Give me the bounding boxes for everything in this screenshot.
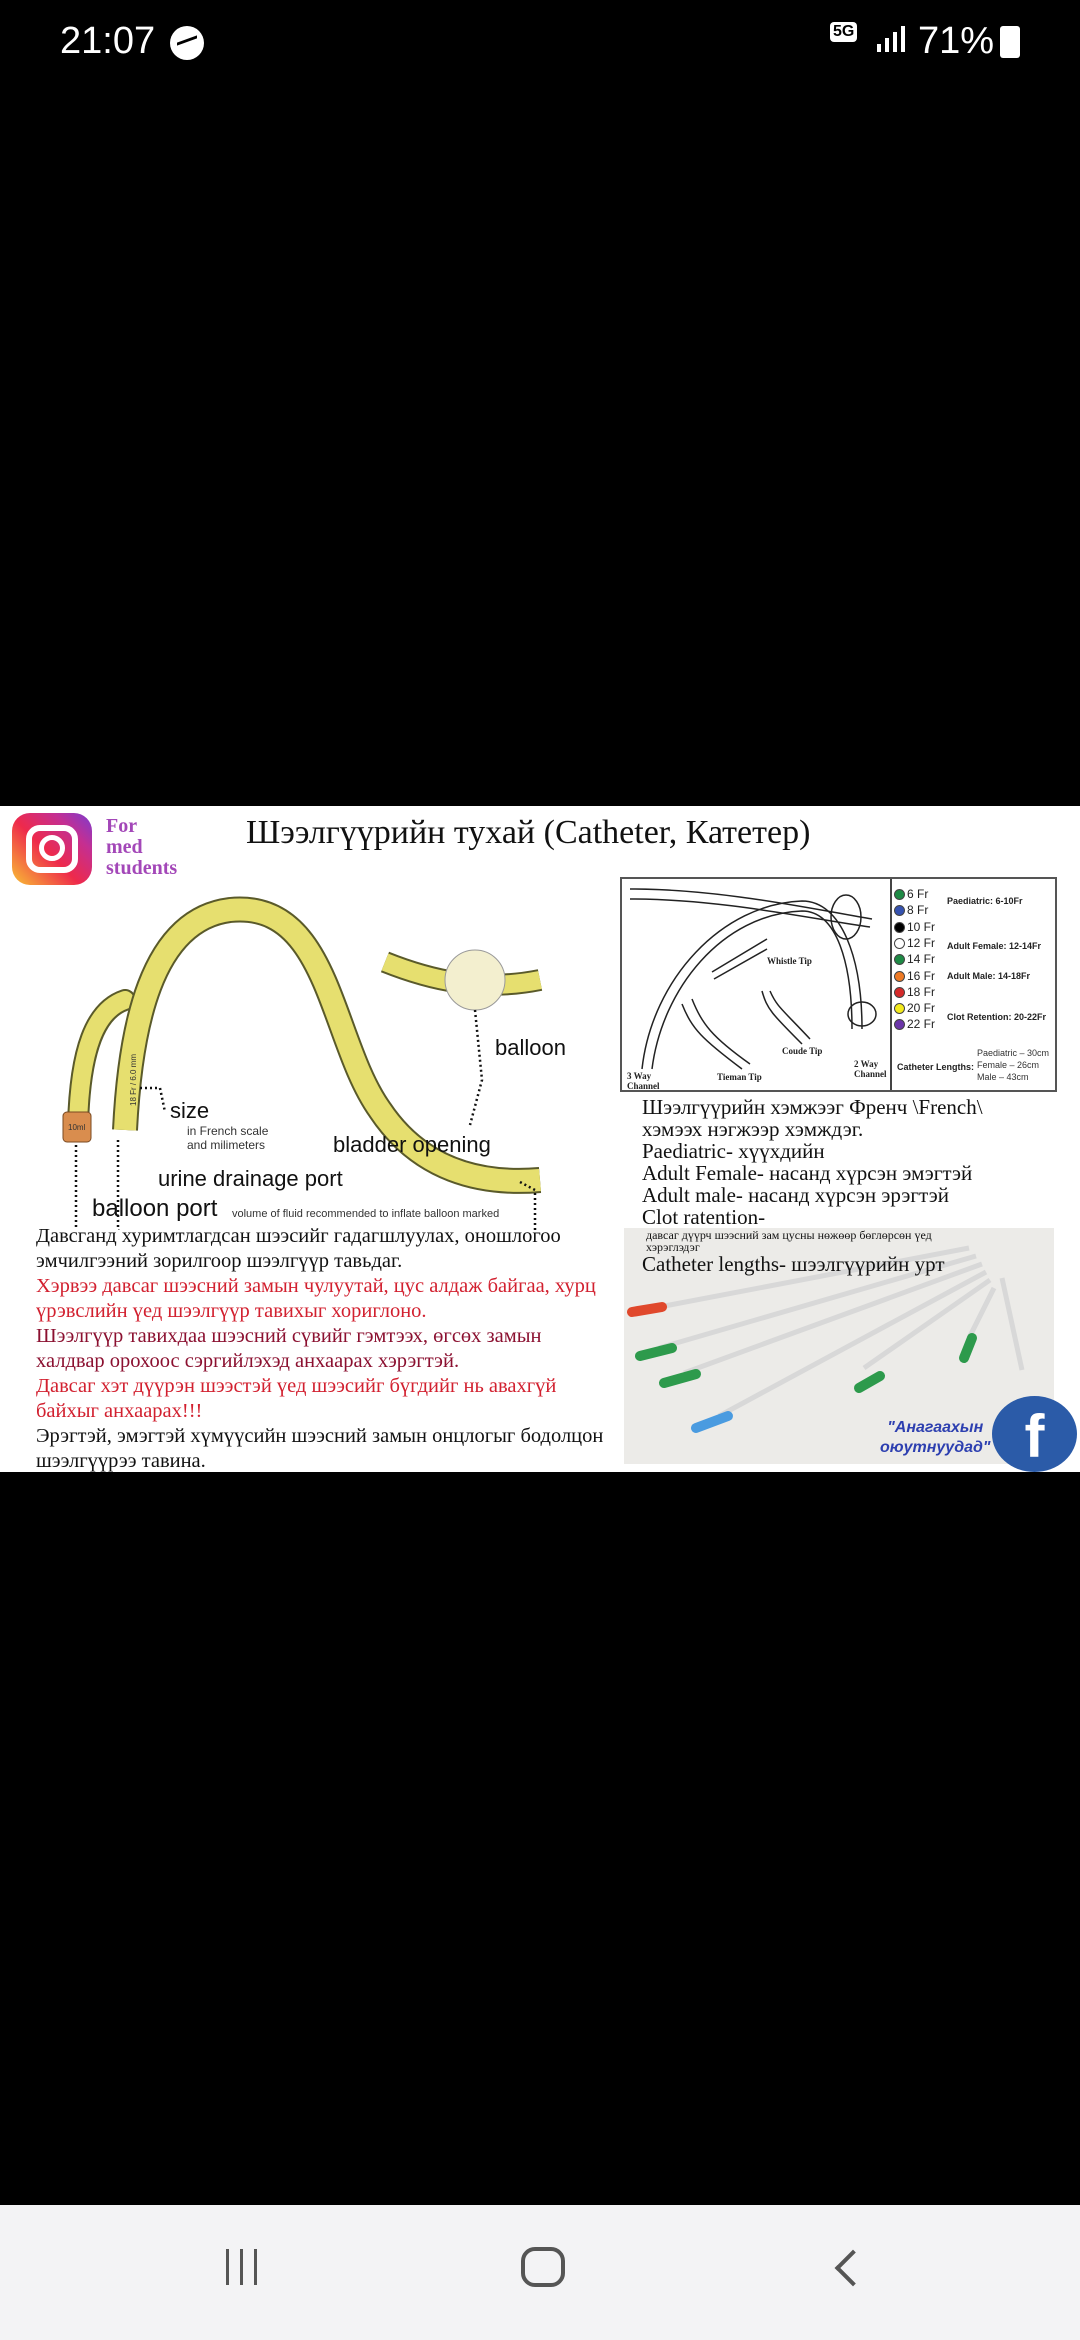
- size-label: 14 Fr: [907, 952, 936, 967]
- balloon-label: balloon: [495, 1035, 566, 1060]
- port-marking: 10ml: [68, 1123, 86, 1132]
- battery-icon: [1000, 26, 1020, 58]
- size-color-dot: [894, 889, 905, 900]
- facebook-icon: f: [992, 1396, 1077, 1472]
- battery-percent: 71%: [918, 20, 995, 62]
- size-label: 22 Fr: [907, 1017, 936, 1032]
- group-adult-male: Adult Male: 14-18Fr: [947, 971, 1031, 981]
- instagram-icon: [12, 813, 92, 885]
- navigation-bar: [0, 2205, 1080, 2340]
- size-sublabel: in French scale and milimeters: [187, 1124, 269, 1152]
- description-text: Давсганд хуримтлагдсан шээсийг гадагшлуу…: [36, 1224, 611, 1474]
- divider: [890, 879, 892, 1090]
- size-color-dot: [894, 986, 905, 998]
- 2-way-channel-label: 2 Way Channel: [854, 1059, 887, 1079]
- size-label: 18 Fr: [907, 984, 936, 999]
- length-item: Female – 26cm: [977, 1060, 1040, 1070]
- network-5g-icon: 5G: [830, 22, 858, 42]
- text-line: Adult Female- насанд хүрсэн эмэгтэй: [642, 1161, 973, 1185]
- 3-way-channel-label: 3 Way Channel: [627, 1071, 660, 1091]
- group-clot-retention: Clot Retention: 20-22Fr: [947, 1012, 1047, 1022]
- paragraph: Шээлгүүр тавихдаа шээсний сүвийг гэмтээх…: [36, 1325, 542, 1372]
- balloon-port-note: volume of fluid recommended to inflate b…: [232, 1208, 500, 1220]
- catheters-photo: [624, 1228, 1054, 1464]
- balloon-shape: [444, 949, 506, 1011]
- size-color-dot: [894, 1003, 905, 1015]
- tieman-tip-label: Tieman Tip: [717, 1072, 762, 1082]
- size-color-dot: [894, 937, 905, 949]
- length-item: Male – 43cm: [977, 1072, 1029, 1082]
- text-line: Paediatric- хүүхдийн: [642, 1139, 825, 1163]
- messenger-icon: [170, 26, 204, 60]
- size-label: 20 Fr: [907, 1001, 936, 1016]
- size-label: 12 Fr: [907, 935, 936, 950]
- page-title: Шээлгүүрийн тухай (Catheter, Катетер): [246, 814, 811, 851]
- size-explanation: Шээлгүүрийн хэмжээг Френч \French\ хэмээ…: [642, 1096, 1062, 1275]
- group-adult-female: Adult Female: 12-14Fr: [947, 941, 1042, 951]
- coude-tip-label: Coude Tip: [782, 1046, 823, 1056]
- size-label: 16 Fr: [907, 968, 936, 983]
- catheter-size-chart: Whistle Tip Coude Tip Tieman Tip 3 Way C…: [620, 877, 1057, 1092]
- urine-drainage-port-label: urine drainage port: [158, 1166, 343, 1191]
- paragraph: Хэрвээ давсаг шээсний замын чулуутай, цу…: [36, 1275, 596, 1322]
- paragraph: Эрэгтэй, эмэгтэй хүмүүсийн шээсний замын…: [36, 1425, 604, 1472]
- signal-icon: [877, 26, 905, 52]
- size-color-dot: [894, 970, 905, 982]
- fb-page-name: "Анагаахын оюутнуудад": [880, 1419, 991, 1456]
- size-color-dot: [894, 954, 905, 966]
- size-label: 10 Fr: [907, 919, 936, 934]
- catheter-tips-drawing: [629, 888, 877, 1070]
- badge-text: For med students: [106, 815, 178, 879]
- text-line: Clot ratention-: [642, 1205, 766, 1229]
- text-line: хэмээх нэгжээр хэмждэг.: [642, 1117, 864, 1141]
- catheters-illustration: [627, 1245, 1025, 1433]
- text-line: Catheter lengths- шээлгүүрийн урт: [642, 1252, 945, 1277]
- home-button[interactable]: [521, 2247, 565, 2287]
- paragraph: Давсаг хэт дүүрэн шээстэй үед шээсийг бү…: [36, 1375, 557, 1422]
- size-label: size: [170, 1098, 210, 1123]
- size-label: 8 Fr: [907, 903, 929, 918]
- recent-apps-button[interactable]: [222, 2247, 262, 2287]
- lengths-label: Catheter Lengths:: [897, 1062, 975, 1072]
- paragraph: Давсганд хуримтлагдсан шээсийг гадагшлуу…: [36, 1225, 561, 1272]
- size-color-dot: [894, 905, 905, 917]
- size-label: 6 Fr: [907, 887, 929, 901]
- clock: 21:07: [60, 20, 156, 62]
- post-image[interactable]: For med students Шээлгүүрийн тухай (Cath…: [0, 806, 1080, 1472]
- text-line: Adult male- насанд хүрсэн эрэгтэй: [642, 1183, 949, 1207]
- size-color-dot: [894, 921, 905, 933]
- catheter-diagram: 10ml 18 Fr / 6.0 mm: [62, 896, 543, 1230]
- whistle-tip-label: Whistle Tip: [767, 956, 812, 966]
- status-bar: 21:07 5G 71%: [0, 0, 1080, 80]
- size-color-dot: [894, 1019, 905, 1031]
- bladder-opening-label: bladder opening: [333, 1132, 491, 1157]
- clot-note: давсаг дүүрч шээсний зам цусны нөжөөр бө…: [646, 1228, 932, 1255]
- text-line: Шээлгүүрийн хэмжээг Френч \French\: [642, 1095, 983, 1119]
- group-paediatric: Paediatric: 6-10Fr: [947, 896, 1023, 906]
- length-item: Paediatric – 30cm: [977, 1048, 1050, 1058]
- tube-marking: 18 Fr / 6.0 mm: [129, 1054, 138, 1106]
- back-button[interactable]: [834, 2249, 872, 2287]
- balloon-port-label: balloon port: [92, 1195, 218, 1222]
- lengths-list: Paediatric – 30cm Female – 26cm Male – 4…: [977, 1047, 1049, 1083]
